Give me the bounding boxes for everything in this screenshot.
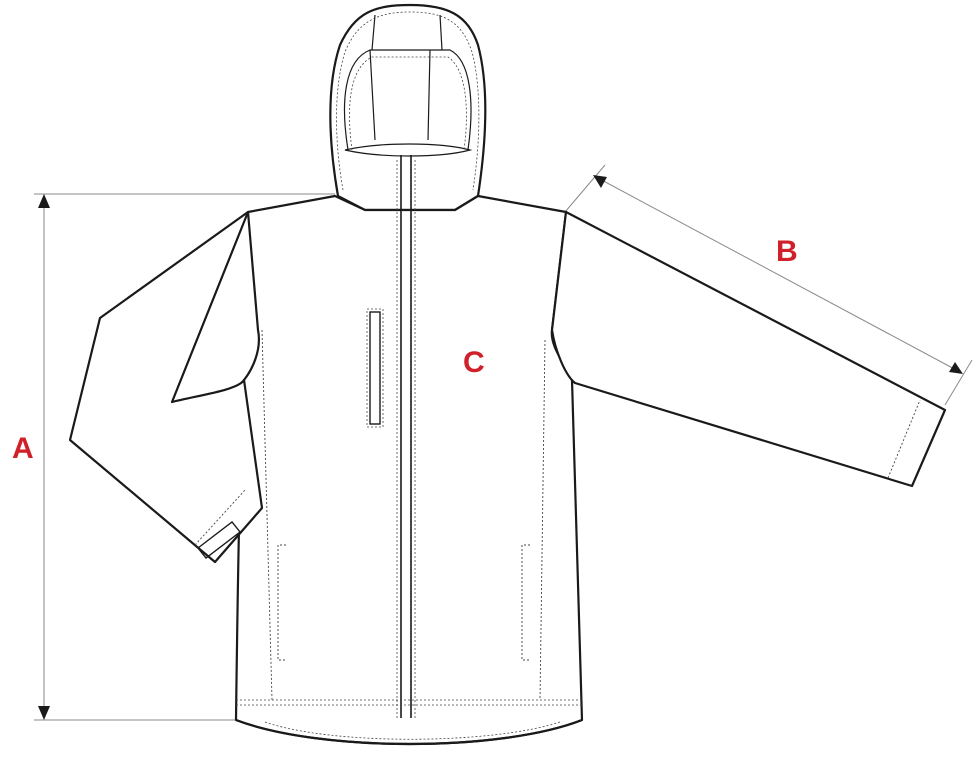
hood-stitching <box>336 11 480 191</box>
front-zipper <box>400 155 412 718</box>
hem-stitching <box>236 699 582 740</box>
side-pockets <box>261 329 546 701</box>
jacket-outline <box>68 3 947 746</box>
chest-pocket-zipper <box>369 311 381 425</box>
left-cuff-tab <box>197 521 241 559</box>
hood-details <box>343 14 473 157</box>
cuff-details <box>194 399 921 546</box>
measurement-label-c: C <box>463 346 485 379</box>
measurement-label-b: B <box>776 235 798 268</box>
measurement-label-a: A <box>12 432 34 465</box>
